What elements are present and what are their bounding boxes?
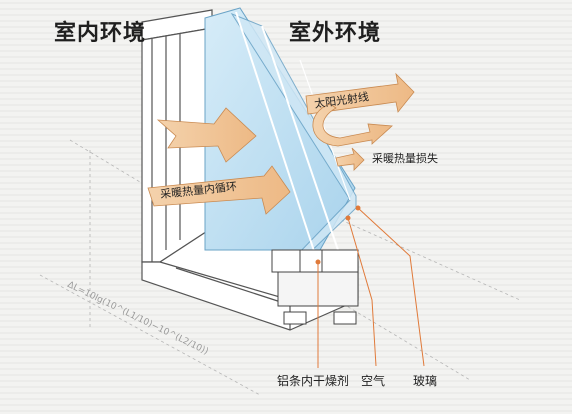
dimension-lines bbox=[39, 139, 521, 396]
callout-lines bbox=[315, 205, 425, 368]
spacer-section bbox=[271, 249, 359, 325]
glass-callout: 玻璃 bbox=[413, 374, 438, 388]
inward-heat-arrow bbox=[156, 107, 257, 163]
spacer-callout: 铝条内干燥剂 bbox=[277, 374, 350, 388]
indoor-title: 室内环境 bbox=[54, 21, 147, 46]
heat-cycle-arrow bbox=[147, 165, 291, 215]
air-callout: 空气 bbox=[361, 374, 386, 388]
outdoor-title: 室外环境 bbox=[289, 21, 382, 46]
heat-loss-arrow bbox=[335, 147, 365, 171]
reflection-arrow bbox=[312, 103, 393, 147]
heat-loss-label: 采暖热量损失 bbox=[372, 152, 438, 165]
